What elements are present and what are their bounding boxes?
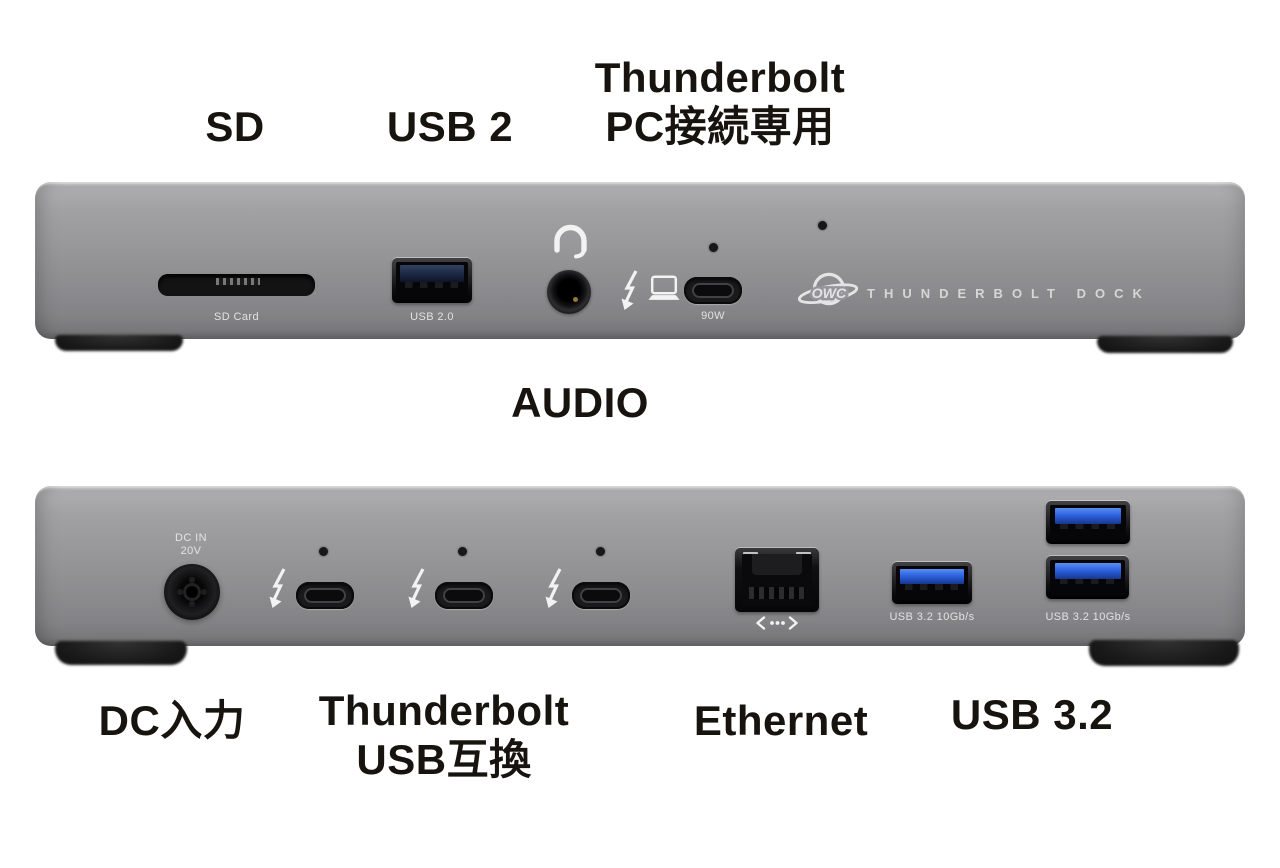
audio-jack	[547, 270, 591, 314]
annotation-thunderbolt-rear-line2: USB互換	[356, 736, 532, 783]
annotation-thunderbolt-rear-line1: Thunderbolt	[318, 687, 570, 734]
annotation-ethernet: Ethernet	[693, 697, 869, 744]
dc-in-label: DC IN 20V	[175, 532, 207, 557]
thunderbolt-icon	[545, 568, 562, 608]
thunderbolt-icon	[408, 568, 425, 608]
status-led	[458, 547, 467, 556]
dc-power-jack	[164, 564, 220, 620]
status-led	[709, 243, 718, 252]
thunderbolt-port-1	[296, 582, 354, 609]
usb32-port-single	[892, 562, 972, 604]
annotation-thunderbolt-front-line1: Thunderbolt	[594, 54, 846, 101]
annotation-thunderbolt-front: Thunderbolt PC接続専用	[595, 53, 845, 151]
usb3-tab	[1054, 563, 1121, 585]
thunderbolt-port-3	[572, 582, 630, 609]
annotation-audio: AUDIO	[511, 379, 649, 426]
owc-logo-text: OWC	[812, 285, 847, 301]
annotation-usb32: USB 3.2	[950, 691, 1114, 738]
ethernet-icon	[756, 616, 798, 630]
status-led	[818, 221, 827, 230]
headphone-icon	[554, 224, 587, 259]
sd-slot-pins	[216, 278, 261, 285]
owc-logo: OWC	[797, 272, 859, 306]
usb2-tab	[400, 265, 464, 289]
power-wattage-label: 90W	[701, 310, 725, 322]
usb32-port-bottom	[1046, 556, 1129, 599]
usb32-port-top	[1046, 501, 1130, 544]
front-device: SD Card USB 2.0 90W OWC	[35, 182, 1245, 353]
usb2-port	[392, 258, 472, 303]
rubber-foot	[55, 641, 187, 665]
thunderbolt-port-2	[435, 582, 493, 609]
thunderbolt-icon	[621, 270, 638, 310]
usb2-label: USB 2.0	[410, 311, 454, 323]
laptop-icon	[648, 275, 680, 300]
rear-device: DC IN 20V	[35, 486, 1245, 666]
annotation-usb2: USB 2	[386, 103, 514, 150]
sd-card-slot	[158, 274, 315, 296]
status-led	[319, 547, 328, 556]
rubber-foot	[1089, 640, 1239, 666]
brand-wordmark: THUNDERBOLT DOCK	[867, 286, 1151, 301]
usb3-tab	[1054, 508, 1122, 530]
usb3-tab	[900, 569, 964, 590]
rubber-foot	[1097, 336, 1233, 353]
annotation-thunderbolt-rear: Thunderbolt USB互換	[319, 686, 569, 784]
thunderbolt-icon	[269, 568, 286, 608]
sd-card-label: SD Card	[214, 311, 259, 323]
usbc-power-port	[684, 277, 742, 304]
ethernet-port	[735, 548, 819, 612]
rubber-foot	[55, 335, 183, 351]
usb32-label-right: USB 3.2 10Gb/s	[1045, 611, 1131, 623]
annotation-thunderbolt-front-line2: PC接続専用	[605, 103, 835, 150]
annotation-sd: SD	[205, 103, 265, 150]
status-led	[596, 547, 605, 556]
annotation-dc-input: DC入力	[98, 697, 246, 744]
usb32-label-left: USB 3.2 10Gb/s	[889, 611, 975, 623]
